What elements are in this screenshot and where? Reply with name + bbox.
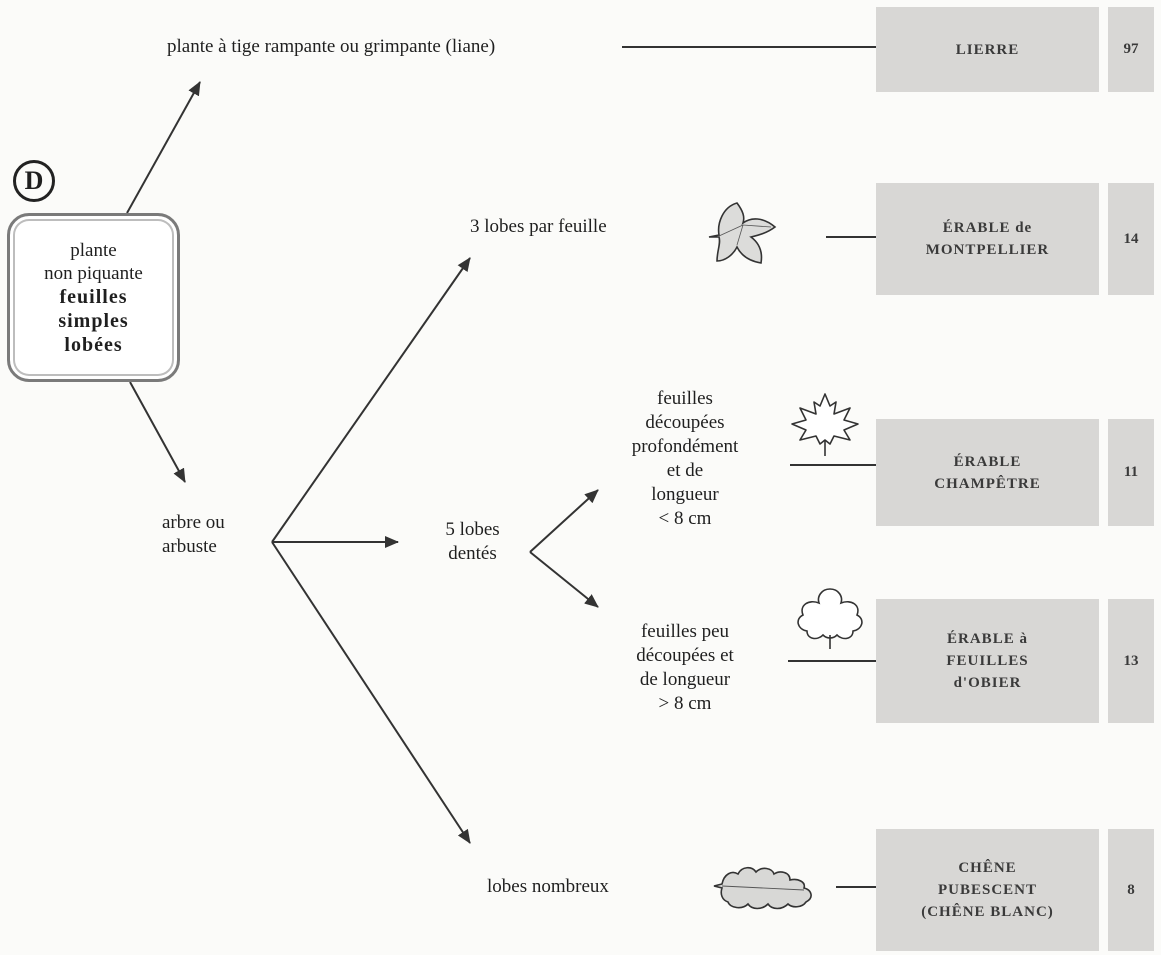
page-number-champetre: 11 — [1108, 419, 1154, 526]
maple-five-lobe-shallow-leaf-icon — [797, 588, 863, 649]
node-liane: plante à tige rampante ou grimpante (lia… — [167, 36, 496, 57]
node-lobes-nombreux: lobes nombreux — [487, 876, 609, 897]
page-number-obier: 13 — [1108, 599, 1154, 723]
arrow-arbre-to-3lobes — [271, 257, 471, 543]
start-bold-1: feuilles — [59, 285, 128, 308]
arrow-start-to-liane — [126, 81, 201, 214]
start-bold-3: lobées — [64, 333, 123, 356]
page-number-pubescent: 8 — [1108, 829, 1154, 951]
section-marker-d: D — [13, 160, 55, 202]
arrow-start-to-arbre — [129, 381, 186, 483]
arrow-5lobes-to-peu — [529, 551, 599, 608]
result-lierre: LIERRE — [876, 7, 1099, 92]
start-line-2: non piquante — [44, 262, 143, 284]
arrow-5lobes-to-decoupees — [529, 489, 599, 553]
node-3-lobes: 3 lobes par feuille — [470, 216, 607, 237]
maple-five-lobe-deep-leaf-icon — [791, 393, 859, 456]
maple-three-lobe-leaf-icon — [708, 202, 777, 264]
start-line-1: plante — [70, 239, 117, 261]
start-bold-2: simples — [58, 309, 129, 332]
page-number-lierre: 97 — [1108, 7, 1154, 92]
oak-leaf-icon — [713, 866, 812, 910]
start-node: plante non piquante feuilles simples lob… — [7, 213, 180, 382]
page-number-montpellier: 14 — [1108, 183, 1154, 295]
arrow-arbre-to-nombreux — [271, 541, 471, 844]
